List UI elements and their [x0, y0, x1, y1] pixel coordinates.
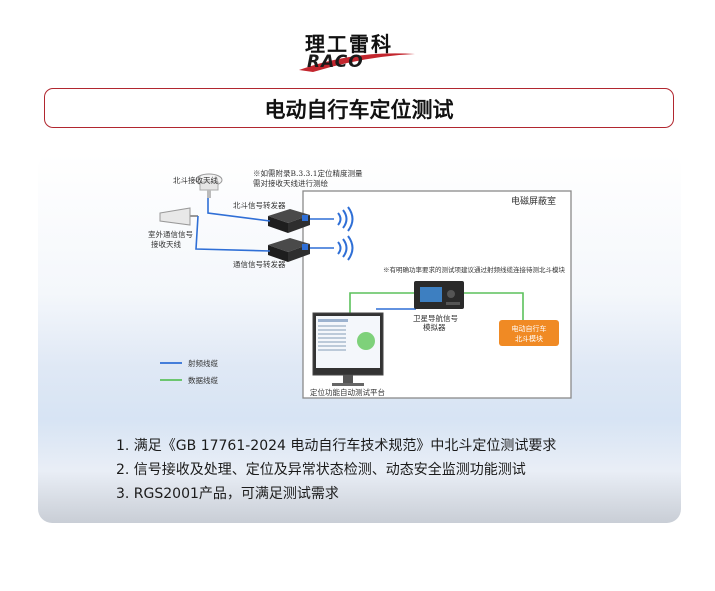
note-top-line2: 需对接收天线进行测绘: [253, 178, 328, 188]
test-platform-monitor-icon: [312, 312, 384, 386]
data-cable-lines: [349, 292, 524, 321]
title-banner: 电动自行车定位测试: [44, 88, 674, 128]
rf-cable-lines: [195, 198, 416, 310]
list-item: 2. 信号接收及处理、定位及异常状态检测、动态安全监测功能测试: [116, 462, 526, 478]
company-logo: 理工雷科 RACO: [295, 28, 419, 74]
logo-chinese-name: 理工雷科: [305, 32, 393, 56]
content-panel: 电磁屏蔽室 北斗接收天线 ※如需附录B.3.3.1定位精度测量 需对接收天线进行…: [38, 153, 681, 523]
page-title: 电动自行车定位测试: [264, 98, 454, 122]
list-item: 3. RGS2001产品，可满足测试需求: [116, 486, 339, 502]
note-top-line1: ※如需附录B.3.3.1定位精度测量: [253, 168, 363, 178]
logo-swoosh-icon: [299, 53, 415, 72]
satellite-simulator-icon: [414, 281, 464, 309]
comm-converter-label: 通信信号转发器: [233, 259, 286, 269]
platform-label: 定位功能自动测试平台: [310, 387, 385, 397]
rf-port-1: [302, 215, 308, 221]
signal-wave-icon-1: [337, 206, 354, 232]
test-setup-diagram: 电磁屏蔽室 北斗接收天线 ※如需附录B.3.3.1定位精度测量 需对接收天线进行…: [148, 168, 572, 399]
outdoor-antenna-icon: [159, 207, 198, 226]
logo-english-name: RACO: [307, 52, 364, 72]
beidou-antenna-label: 北斗接收天线: [173, 175, 218, 185]
beidou-converter-label: 北斗信号转发器: [233, 200, 286, 210]
outdoor-antenna-label-line1: 室外通信信号: [148, 229, 193, 239]
simulator-label-line1: 卫星导航信号: [413, 313, 458, 323]
outdoor-antenna-label-line2: 接收天线: [151, 239, 181, 249]
legend-data-label: 数据线缆: [188, 375, 218, 385]
list-item: 1. 满足《GB 17761-2024 电动自行车技术规范》中北斗定位测试要求: [116, 438, 557, 454]
rf-port-2: [302, 244, 308, 250]
beidou-antenna-icon: [195, 173, 223, 198]
dut-box: [499, 320, 559, 346]
dut-label-line2: 北斗模块: [515, 334, 543, 343]
dut-label-line1: 电动自行车: [512, 324, 547, 333]
note-mid: ※有明确功率要求的测试项建议通过射频线缆连接待测北斗模块: [383, 265, 566, 274]
requirements-list: 1. 满足《GB 17761-2024 电动自行车技术规范》中北斗定位测试要求 …: [116, 434, 556, 506]
simulator-label-line2: 模拟器: [423, 322, 446, 332]
signal-wave-icon-2: [337, 235, 354, 261]
legend-rf-label: 射频线缆: [188, 358, 218, 368]
shield-room-label: 电磁屏蔽室: [511, 195, 556, 207]
